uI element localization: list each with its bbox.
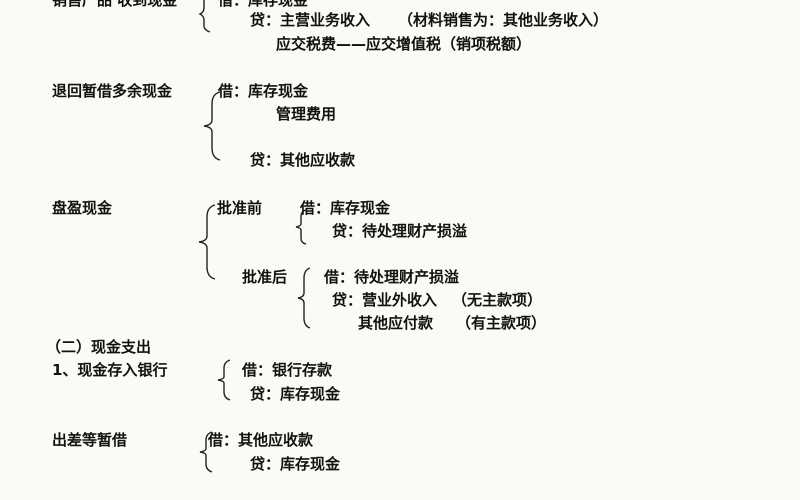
brace [198, 204, 216, 280]
travel-credit: 贷：库存现金 [250, 455, 341, 473]
refund-debit2: 管理费用 [276, 105, 337, 123]
deposit-credit: 贷：库存现金 [250, 385, 341, 403]
sale-credit: 贷：主营业务收入 [250, 11, 371, 29]
before-credit: 贷：待处理财产损溢 [332, 222, 468, 240]
brace [297, 267, 311, 329]
before-debit: 借：库存现金 [300, 199, 391, 217]
after-debit: 借：待处理财产损溢 [324, 268, 460, 286]
after-credit2-note: （有主款项） [456, 314, 547, 332]
sale-title: 销售产品 收到现金 [52, 0, 178, 9]
refund-title: 退回暂借多余现金 [52, 82, 173, 100]
surplus-title: 盘盈现金 [52, 199, 113, 217]
section-heading: （二）现金支出 [46, 338, 152, 356]
travel-debit: 借：其他应收款 [208, 431, 314, 449]
deposit-debit: 借：银行存款 [242, 361, 333, 379]
brace [203, 91, 221, 161]
brace [217, 359, 231, 401]
after-credit-note: （无主款项） [452, 291, 543, 309]
before-label: 批准前 [217, 199, 263, 217]
after-credit2: 其他应付款 [358, 314, 434, 332]
after-label: 批准后 [242, 268, 288, 286]
deposit-title: 1、现金存入银行 [52, 361, 168, 379]
sale-note: （材料销售为：其他业务收入） [398, 11, 609, 29]
sale-debit: 借：库存现金 [218, 0, 309, 9]
brace [199, 431, 213, 473]
sale-credit2: 应交税费——应交增值税（销项税额） [276, 35, 532, 53]
brace [295, 209, 307, 245]
refund-credit: 贷：其他应收款 [250, 151, 356, 169]
refund-debit: 借：库存现金 [218, 82, 309, 100]
brace [198, 0, 211, 33]
after-credit: 贷：营业外收入 [332, 291, 438, 309]
travel-title: 出差等暂借 [52, 431, 128, 449]
